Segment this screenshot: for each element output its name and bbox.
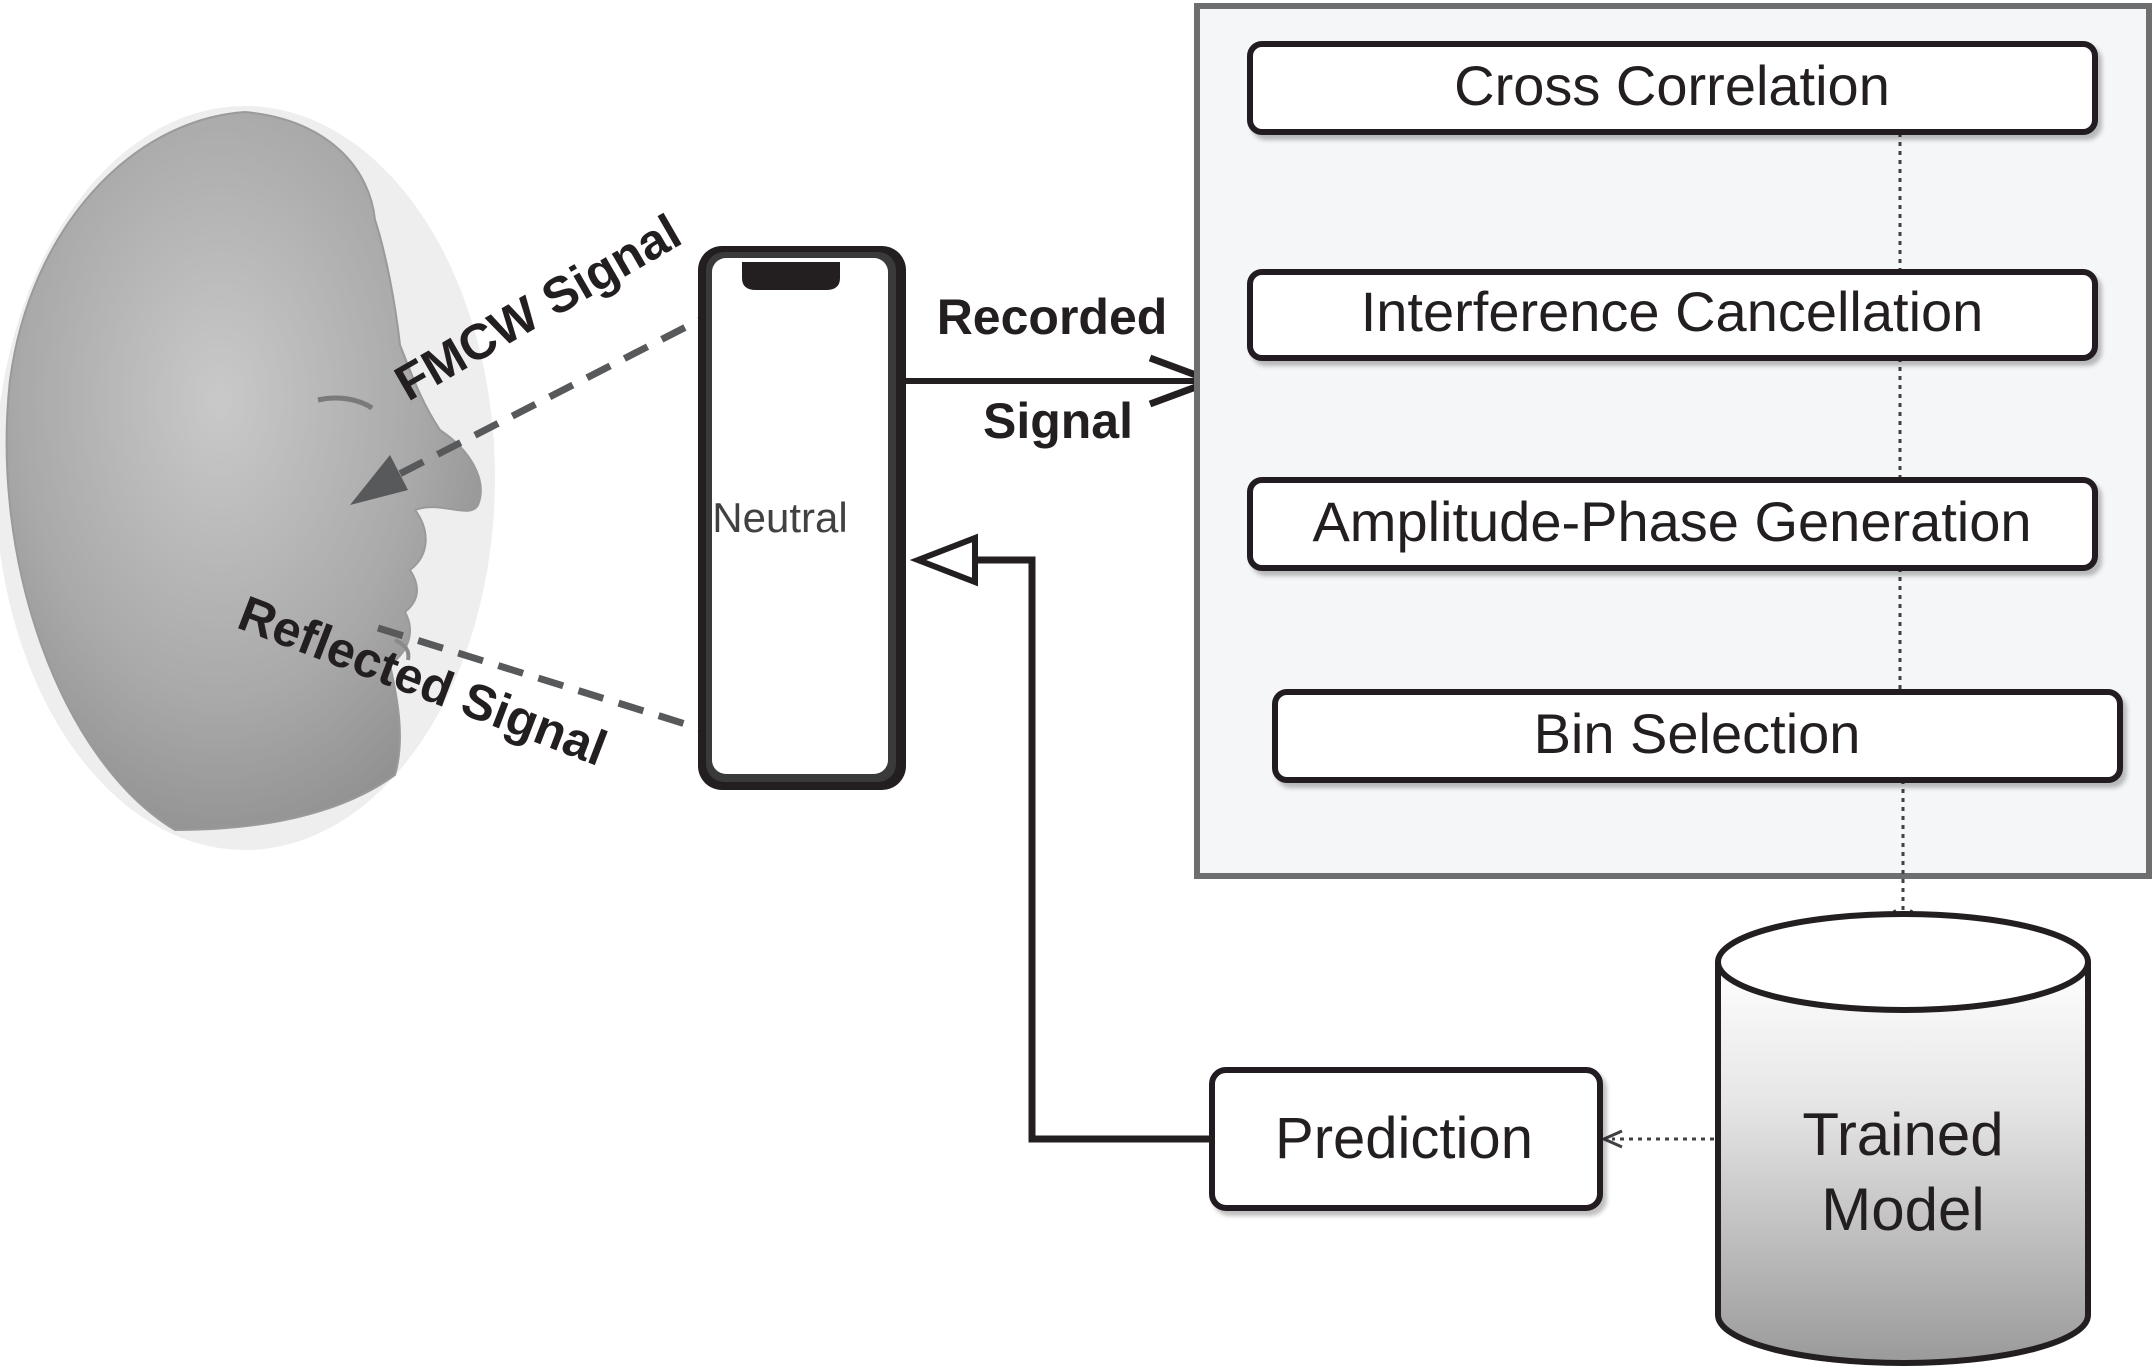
pipeline-connectors [1898, 133, 1905, 915]
step-label: Bin Selection [1534, 702, 1861, 765]
smartphone-icon [698, 246, 906, 790]
fmcw-signal-arrow [350, 266, 799, 505]
prediction-label: Prediction [1275, 1106, 1533, 1171]
model-label-line2: Model [1821, 1176, 1984, 1243]
signal-label: Signal [983, 393, 1133, 449]
step-label: Interference Cancellation [1361, 280, 1984, 343]
step-label: Cross Correlation [1454, 54, 1890, 117]
phone-screen-label: Neutral [712, 494, 847, 541]
step-label: Amplitude-Phase Generation [1312, 490, 2031, 553]
step-bin-selection: Bin Selection [1272, 689, 2123, 783]
step-interference-cancellation: Interference Cancellation [1247, 269, 2098, 361]
feedback-arrow [909, 533, 1212, 1143]
prediction-box: Prediction [1209, 1067, 1603, 1211]
model-to-prediction-arrow [1600, 1129, 1714, 1149]
step-amplitude-phase-generation: Amplitude-Phase Generation [1247, 477, 2098, 571]
model-label-line1: Trained [1802, 1101, 2003, 1168]
face-profile-icon [0, 106, 495, 850]
recorded-label: Recorded [937, 289, 1168, 345]
database-cylinder-icon [1715, 911, 2091, 1366]
step-cross-correlation: Cross Correlation [1247, 41, 2098, 135]
